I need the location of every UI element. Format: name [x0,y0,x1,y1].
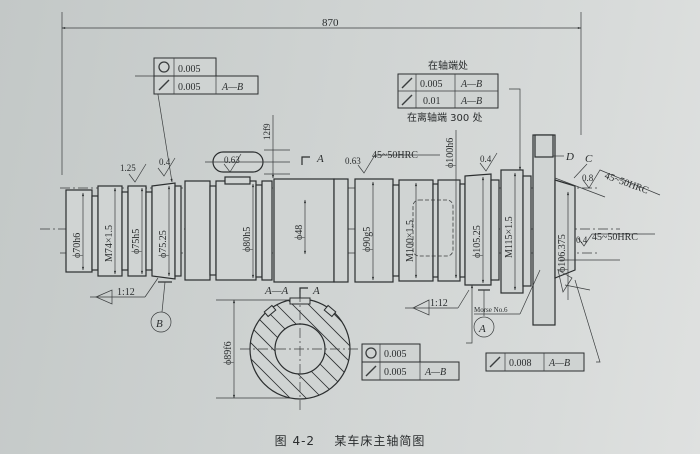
keyway [224,176,251,185]
tolerance-frame-left-top: 0.005 0.005 A—B [153,57,259,95]
taper-symbol-flange [557,269,573,293]
internal-pocket [412,199,454,257]
datum-a: A [478,323,486,335]
thread-74: M74×1.5 [104,225,115,262]
tolerance-frame-bottom-middle: 0.005 0.005 A—B [361,343,460,381]
shaft-body [65,134,576,326]
diameter-labels: ϕ70h6 M74×1.5 ϕ75h5 ϕ75.25 ϕ80h5 ϕ48 ϕ90… [72,130,570,300]
note-at-shaft-end: 在轴端处 [428,59,468,72]
dia-105-25: ϕ105.25 [472,225,483,258]
hardness-2: 45~50HRC [603,170,650,196]
datum-ref-2: A—B [460,96,482,107]
roughness-0-4-c: 0.4 [576,235,588,245]
roughness-1-25: 1.25 [120,163,136,173]
runout-value-2: 0.01 [423,96,441,107]
dia-100: ϕ100h6 [445,138,456,168]
roughness-0-63-b: 0.63 [345,156,361,166]
roughness-0-4-a: 0.4 [159,157,171,167]
runout-icon [158,79,170,91]
section-arrow-top [301,156,310,165]
figure-caption: 图 4-2 某车床主轴简图 [0,432,700,449]
dia-106-375: ϕ106.375 [557,234,568,272]
left-taper-ratio: 1:12 [117,287,135,298]
tolerance-frame-bottom-right: 0.008 A—B [485,352,585,372]
runout-value: 0.005 [384,367,407,378]
flange-notch [534,134,554,158]
note-300-from-end: 在离轴端 300 处 [407,111,482,124]
runout-icon [401,94,413,106]
morse-taper-label: Morse No.6 [474,306,508,314]
dia-75: ϕ75h5 [131,229,142,254]
section-arrow-bottom-label: A [312,285,320,297]
circularity-value: 0.005 [178,64,201,75]
runout-icon [401,77,413,89]
circularity-icon [365,347,377,359]
datum-ref: A—B [548,358,570,369]
keyway-width-label: 12f9 [262,123,272,140]
figure-number: 图 4-2 [274,434,316,448]
thread-115: M115×1.5 [504,216,515,258]
section-arrow-top-label: A [316,153,324,165]
overall-length-dimension: 870 [61,12,582,175]
runout-icon [365,365,377,377]
overall-length-label: 870 [322,17,339,29]
roughness-0-4-b: 0.4 [480,154,492,164]
dia-90: ϕ90g5 [362,227,373,252]
left-taper-annotation: 1:12 B [90,277,172,333]
datum-d: D [565,151,574,163]
runout-icon [489,356,501,368]
tolerance-frame-right-top: 在轴端处 0.005 0.01 A—B A—B 在离轴端 300 处 [397,59,499,124]
leader-right-frame [509,88,522,171]
datum-b: B [156,318,163,330]
right-taper-ratio: 1:12 [430,298,448,309]
datum-ref: A—B [424,367,446,378]
leader-bottom-frame [466,284,474,344]
leader-bottom-right-frame [574,279,601,363]
runout-value-1: 0.005 [420,79,443,90]
figure-title: 某车床主轴简图 [334,434,426,448]
section-a-a: A—A A ϕ89f6 [216,285,360,410]
roughness-0-8: 0.8 [582,173,594,183]
datum-ref-1: A—B [460,79,482,90]
runout-value: 0.008 [509,358,532,369]
hardness-3: 45~50HRC [592,232,638,243]
dia-70: ϕ70h6 [72,233,83,258]
section-label: A—A [264,285,289,297]
hardness-1: 45~50HRC [372,150,418,161]
dia-80: ϕ80h5 [242,227,253,252]
thread-100: M100×1.5 [405,220,416,262]
dia-75-25: ϕ75.25 [158,230,169,258]
runout-value: 0.005 [178,82,201,93]
dia-48: ϕ48 [294,225,305,240]
roughness-0-63-a: 0.63 [224,155,240,165]
datum-ref: A—B [221,82,243,93]
circularity-icon [158,61,170,73]
datum-c: C [585,153,593,165]
circularity-value: 0.005 [384,349,407,360]
right-taper-annotation: 1:12 A Morse No.6 [405,269,541,338]
dia-89: ϕ89f6 [223,341,234,365]
